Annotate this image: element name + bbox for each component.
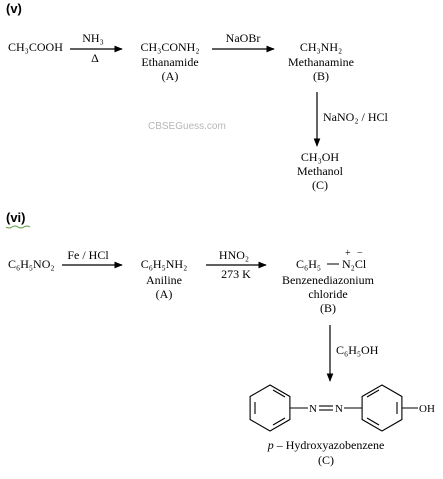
azo-nitrogen-2: N bbox=[335, 403, 343, 415]
v-step2-reagent-top: NaOBr bbox=[226, 31, 261, 45]
spellcheck-underline bbox=[5, 225, 31, 229]
vi-product-b-formula-right: N₂Cl bbox=[342, 257, 367, 271]
vi-product-a-name: Aniline bbox=[146, 273, 182, 287]
vi-product-c-name: p – Hydroxyazobenzene bbox=[267, 438, 385, 452]
azo-nitrogen-1: N bbox=[309, 403, 317, 415]
v-product-b-tag: (B) bbox=[313, 69, 329, 83]
vi-product-a-formula: C₆H₅NH₂ bbox=[141, 257, 188, 271]
v-product-a-formula: CH₃CONH₂ bbox=[140, 40, 199, 54]
watermark: CBSEGuess.com bbox=[148, 121, 226, 132]
vi-reactant-formula: C₆H₅NO₂ bbox=[8, 257, 55, 271]
vi-product-b-plus-charge: + bbox=[345, 248, 351, 259]
v-product-a-tag: (A) bbox=[162, 69, 179, 83]
v-step1-reagent-bottom: Δ bbox=[91, 51, 99, 65]
v-step3-reagent: NaNO₂ / HCl bbox=[323, 110, 389, 124]
right-benzene-ring bbox=[361, 384, 403, 432]
vi-product-c-tag: (C) bbox=[318, 453, 334, 467]
vi-product-b-formula-left: C₆H₅ bbox=[296, 257, 321, 271]
right-ring-double-bond bbox=[366, 417, 380, 426]
vi-product-b-name-line1: Benzenediazonium bbox=[282, 273, 375, 287]
v-product-b-name: Methanamine bbox=[288, 55, 354, 69]
vi-step2-reagent-bottom: 273 K bbox=[221, 267, 251, 281]
v-step1-reagent-top: NH₃ bbox=[82, 31, 104, 45]
vi-step2-reagent-top: HNO₂ bbox=[219, 248, 249, 262]
v-product-c-formula: CH₃OH bbox=[301, 150, 340, 164]
vi-product-c-substituent: OH bbox=[419, 403, 435, 415]
part-v-label: (v) bbox=[6, 1, 22, 16]
v-product-c-tag: (C) bbox=[312, 178, 328, 192]
azobenzene-structure bbox=[249, 384, 418, 432]
v-product-a-name: Ethanamide bbox=[141, 55, 198, 69]
vi-product-b-minus-charge: − bbox=[357, 248, 363, 259]
left-benzene-ring bbox=[249, 384, 291, 432]
left-ring-double-bond bbox=[272, 417, 286, 426]
left-ring-double-bond bbox=[272, 389, 286, 398]
vi-step3-reagent: C₆H₅OH bbox=[336, 343, 379, 357]
v-product-c-name: Methanol bbox=[297, 164, 344, 178]
right-ring-double-bond bbox=[366, 389, 380, 398]
v-product-b-formula: CH₃NH₂ bbox=[300, 40, 342, 54]
v-reactant-formula: CH₃COOH bbox=[8, 40, 63, 54]
vi-step1-reagent-top: Fe / HCl bbox=[67, 248, 109, 262]
part-vi-label: (vi) bbox=[6, 210, 26, 225]
vi-product-b-name-line2: chloride bbox=[308, 287, 347, 301]
vi-product-a-tag: (A) bbox=[156, 287, 173, 301]
vi-product-b-tag: (B) bbox=[320, 301, 336, 315]
